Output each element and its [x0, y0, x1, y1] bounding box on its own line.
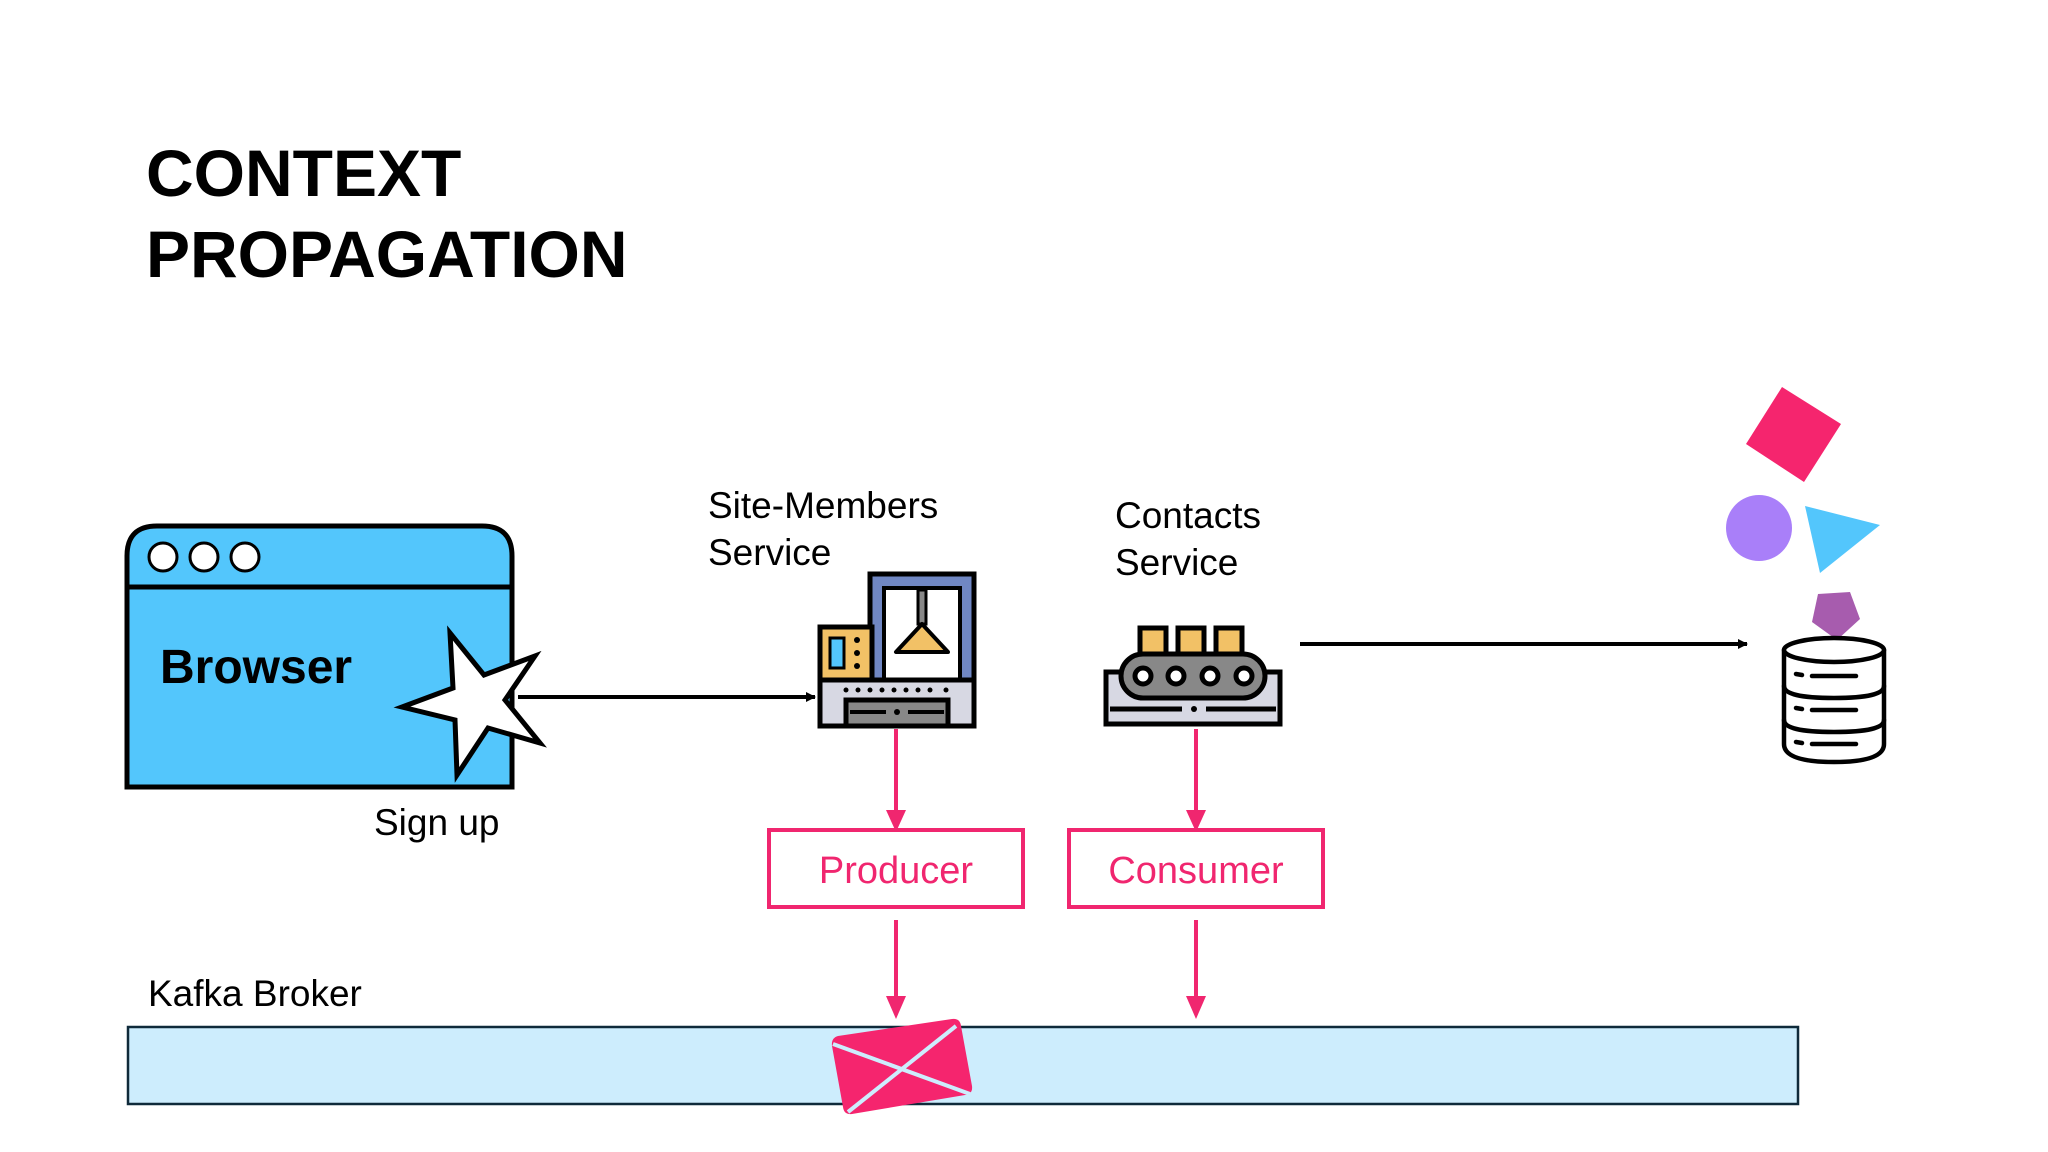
circle-shape-icon	[1726, 495, 1792, 561]
browser-label: Browser	[160, 641, 352, 694]
site-members-service-label-line-2: Service	[708, 532, 831, 573]
square-shape-icon	[1746, 387, 1841, 482]
triangle-shape-icon	[1805, 506, 1880, 573]
star-icon	[393, 625, 547, 783]
window-dot-icon	[229, 541, 261, 573]
envelope-icon	[831, 1018, 973, 1115]
producer-label: Producer	[819, 850, 974, 892]
window-dot-icon	[188, 541, 220, 573]
consumer-flow: Consumer	[1067, 729, 1325, 1019]
site-members-service-label-line-1: Site-Members	[708, 485, 938, 526]
pentagon-shape-icon	[1812, 592, 1860, 640]
browser-frame	[124, 523, 515, 790]
contacts-service-label-line-1: Contacts	[1115, 495, 1261, 536]
producer-box	[767, 828, 1025, 909]
arrowhead	[886, 810, 906, 832]
arrowhead	[886, 996, 906, 1019]
window-dot-icon	[147, 541, 179, 573]
producer-flow: Producer	[767, 729, 1025, 1019]
slide-title-line-2: PROPAGATION	[146, 217, 628, 291]
database-icon	[1781, 635, 1887, 765]
slide-title-line-1: CONTEXT	[146, 136, 461, 210]
sign-up-label: Sign up	[374, 802, 500, 843]
arrowhead	[1186, 810, 1206, 832]
conveyor-belt-icon	[1103, 625, 1283, 727]
factory-machine-icon	[817, 571, 977, 729]
browser-window-icon	[124, 523, 515, 790]
consumer-box	[1067, 828, 1325, 909]
consumer-label: Consumer	[1108, 850, 1284, 892]
contacts-service-label-line-2: Service	[1115, 542, 1238, 583]
arrowhead	[1186, 996, 1206, 1019]
kafka-broker-label: Kafka Broker	[148, 973, 362, 1014]
